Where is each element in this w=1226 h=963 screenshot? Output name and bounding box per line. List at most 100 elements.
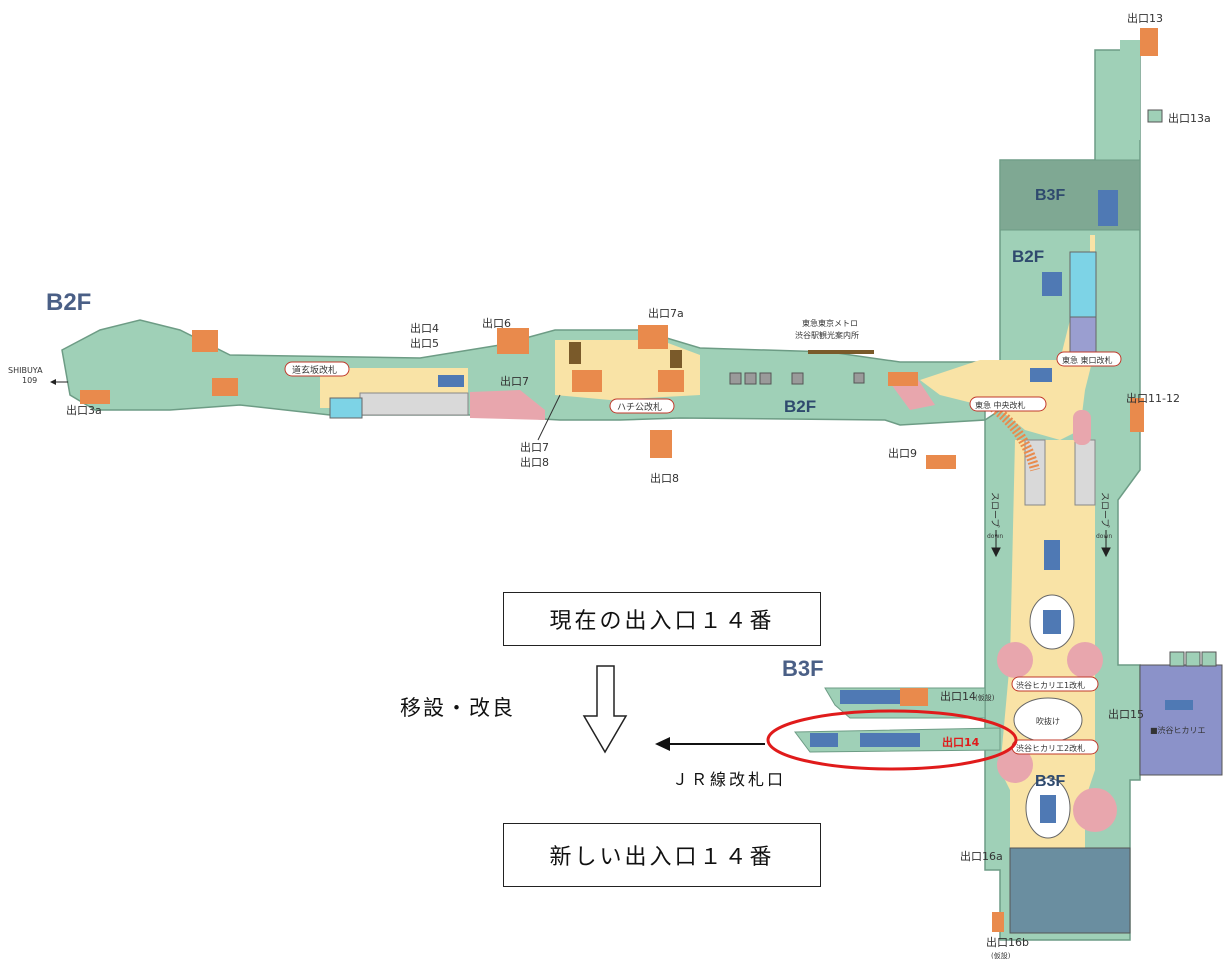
stairs-nw <box>192 330 218 352</box>
pink-circle-4 <box>1073 788 1117 832</box>
floor-b3f-left: B3F <box>782 656 824 681</box>
pillar-1 <box>729 372 742 385</box>
exit-4-label: 出口4 <box>410 321 439 335</box>
gate-hachiko-pill <box>609 398 675 414</box>
stairs-east-1 <box>888 372 918 386</box>
jr-gate-arrowhead <box>655 737 670 751</box>
stairs-16b <box>992 912 1004 932</box>
b3f-top-area <box>999 159 1141 231</box>
stairs-6 <box>497 328 529 354</box>
floor-b3f-top: B3F <box>1035 187 1065 204</box>
purple-block <box>1069 316 1097 353</box>
escalator-oval-2-stairs <box>1040 795 1056 823</box>
exit-7a-label: 出口7a <box>648 306 684 320</box>
new-exit14-highlight <box>766 709 1018 771</box>
stairs-11-12 <box>1130 398 1144 432</box>
stairs-9 <box>926 455 956 469</box>
exit-13-label: 出口13 <box>1127 11 1163 25</box>
shibuya109-arrowhead <box>50 379 56 385</box>
stairs-b3f-14 <box>900 688 928 706</box>
floor-b3f-lower: B3F <box>1035 773 1065 790</box>
exit-7-label: 出口7 <box>500 374 529 388</box>
exit13-shaft <box>1120 40 1140 140</box>
info-center-bar <box>808 350 874 354</box>
exit-11-12-label: 出口11-12 <box>1126 391 1180 405</box>
exit-16b-label: 出口16b <box>986 935 1029 949</box>
gate-tokyu-east: 東急 東口改札 <box>1062 355 1113 365</box>
hikarie-block <box>1139 664 1223 776</box>
slope-arrow-left-head <box>991 547 1001 558</box>
escalator-b3f-top <box>1098 190 1118 226</box>
floor-b2f-main: B2F <box>46 289 91 316</box>
jr-gate-label: ＪＲ線改札口 <box>672 770 787 789</box>
floor-b2f-center: B2F <box>784 397 816 416</box>
west-gray-block <box>359 392 469 416</box>
escalator-14new-b <box>860 733 920 747</box>
pillar-3 <box>759 372 772 385</box>
hikarie-small-3 <box>1201 651 1217 667</box>
info-square <box>853 372 865 384</box>
slope-arrow-right-head <box>1101 547 1111 558</box>
exit-8-label: 出口8 <box>650 471 679 485</box>
slope-down-right: down <box>1096 533 1112 540</box>
gate-dogenzaka-pill <box>284 361 350 377</box>
exit-3a-label: 出口3a <box>66 403 102 417</box>
exit-9-label: 出口9 <box>888 446 917 460</box>
bottom-dark-area <box>1009 847 1131 934</box>
pink-circle-3 <box>997 747 1033 783</box>
exit-16b-note: (仮設) <box>991 951 1011 960</box>
pink-pillar <box>1073 410 1091 445</box>
exit-15-label: 出口15 <box>1108 707 1144 721</box>
escalator-14new-a <box>810 733 838 747</box>
pink-circle-2 <box>1067 642 1103 678</box>
slope-down-left: down <box>987 533 1003 540</box>
exit-7-8-leader <box>537 394 561 441</box>
slope-right: スロープ <box>1099 492 1110 527</box>
gate-tokyu-central: 東急 中央改札 <box>975 400 1026 410</box>
escalator-east <box>1030 368 1052 382</box>
gate-hikarie1: 渋谷ヒカリエ1改札 <box>1016 680 1085 690</box>
escalator-west-4 <box>438 375 464 387</box>
shibuya109-line2: 109 <box>22 376 37 385</box>
pillar-2 <box>744 372 757 385</box>
atrium-label: 吹抜け <box>1036 716 1060 726</box>
slope-left: スロープ <box>989 492 1000 527</box>
escalator-14temp <box>840 690 900 704</box>
pillar-4 <box>791 372 804 385</box>
info-center-line2: 渋谷駅観光案内所 <box>795 330 859 340</box>
exit-5-label: 出口5 <box>410 336 439 350</box>
floor-b2f-right: B2F <box>1012 247 1044 266</box>
exit-14-temp-note: (仮設) <box>975 693 995 702</box>
gate-dogenzaka: 道玄坂改札 <box>292 364 337 376</box>
info-center-line1: 東急東京メトロ <box>802 318 858 328</box>
stairs-13 <box>1140 28 1158 56</box>
gate-pills <box>284 351 1122 755</box>
gate-hachiko: ハチ公改札 <box>617 401 662 413</box>
stairs-hachiko <box>572 370 602 392</box>
hikarie-small-2 <box>1185 651 1201 667</box>
new-exit14-box: 新しい出入口１４番 <box>503 823 821 887</box>
cyan-block <box>1069 251 1097 318</box>
stairs-west <box>212 378 238 396</box>
pillars <box>729 372 865 385</box>
relocation-arrow <box>582 665 628 754</box>
exit-13a-box <box>1147 109 1163 123</box>
current-exit14-box: 現在の出入口１４番 <box>503 592 821 646</box>
stairs-3a <box>80 390 110 404</box>
hikarie-label: ■渋谷ヒカリエ <box>1150 725 1206 735</box>
escalator-center <box>1044 540 1060 570</box>
stairs-group <box>80 28 1158 932</box>
hikarie-small-1 <box>1169 651 1185 667</box>
pink-block-west <box>470 390 545 420</box>
gate-hikarie2: 渋谷ヒカリエ2改札 <box>1016 743 1085 753</box>
east-concourse-upper <box>920 235 1095 440</box>
exit-16a-label: 出口16a <box>960 849 1003 863</box>
stairs-8 <box>650 430 672 458</box>
hachiko-pillar-1 <box>569 342 581 364</box>
gate-tokyu-central-pill <box>969 396 1047 412</box>
relocate-label: 移設・改良 <box>400 696 515 720</box>
stairs-7a <box>638 325 668 349</box>
exit-7b-label: 出口7 <box>520 440 549 454</box>
escalator-hikarie <box>1165 700 1193 710</box>
